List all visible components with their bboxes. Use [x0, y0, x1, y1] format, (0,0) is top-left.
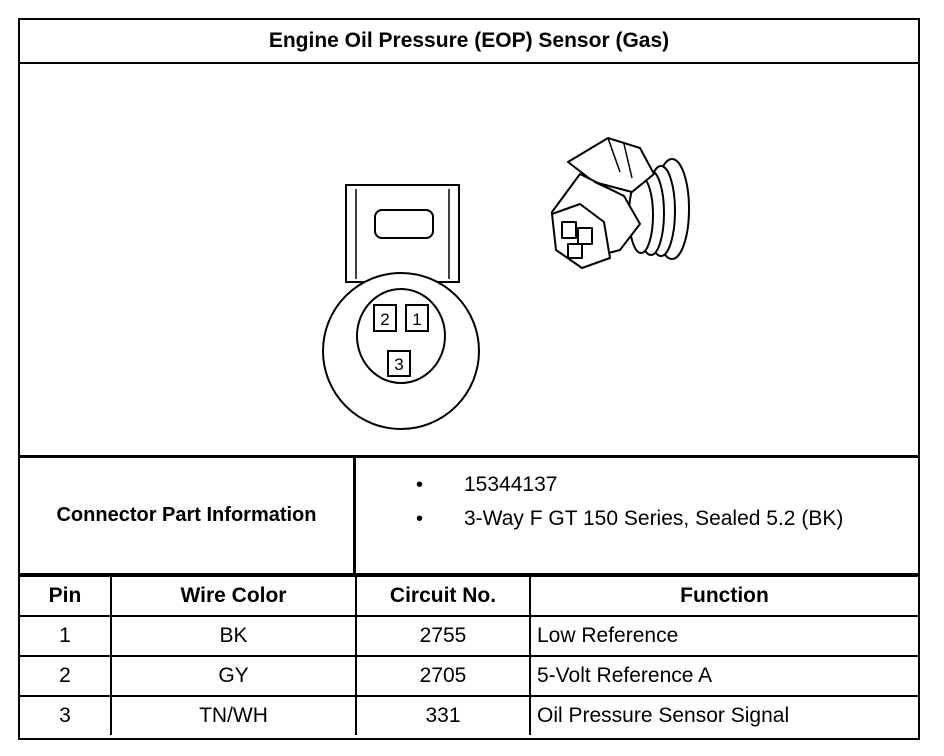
column-header-pin: Pin	[20, 575, 112, 617]
table-row: 1 BK 2755 Low Reference	[20, 615, 918, 657]
column-header-wire-color: Wire Color	[110, 575, 357, 617]
pin-cell: 1	[20, 615, 112, 657]
pin-label-1: 1	[412, 310, 421, 329]
connector-illustration: 2 1 3	[322, 137, 690, 430]
list-item: • 15344137	[356, 468, 918, 502]
page-title: Engine Oil Pressure (EOP) Sensor (Gas)	[20, 20, 918, 64]
connector-face-view	[322, 184, 480, 430]
connector-description: 3-Way F GT 150 Series, Sealed 5.2 (BK)	[464, 507, 844, 530]
pin-cavity-1	[405, 304, 429, 332]
function-cell: 5-Volt Reference A	[529, 655, 918, 697]
pin-cell: 3	[20, 695, 112, 735]
bullet-icon: •	[416, 474, 424, 496]
table-row: 3 TN/WH 331 Oil Pressure Sensor Signal	[20, 695, 918, 735]
pin-cavity-2	[373, 304, 397, 332]
pin-cell: 2	[20, 655, 112, 697]
table-row: 2 GY 2705 5-Volt Reference A	[20, 655, 918, 697]
table-header-row: Pin Wire Color Circuit No. Function	[20, 575, 918, 617]
list-item: • 3-Way F GT 150 Series, Sealed 5.2 (BK)	[356, 502, 918, 536]
pin-label-2: 2	[380, 310, 389, 329]
wire-color-cell: BK	[110, 615, 357, 657]
pin-table: Pin Wire Color Circuit No. Function 1 BK…	[20, 575, 918, 735]
circuit-cell: 2705	[355, 655, 531, 697]
circuit-cell: 2755	[355, 615, 531, 657]
pin-label-3: 3	[394, 355, 403, 374]
connector-isometric-view	[551, 137, 690, 269]
wire-color-cell: TN/WH	[110, 695, 357, 735]
connector-part-info-list: • 15344137 • 3-Way F GT 150 Series, Seal…	[356, 468, 918, 536]
wire-color-cell: GY	[110, 655, 357, 697]
connector-part-info: Connector Part Information • 15344137 • …	[20, 458, 918, 575]
locking-tab	[374, 209, 434, 239]
function-cell: Low Reference	[529, 615, 918, 657]
connector-figure: 2 1 3	[20, 64, 918, 458]
column-header-function: Function	[529, 575, 918, 617]
connector-document: Engine Oil Pressure (EOP) Sensor (Gas) 2…	[18, 18, 920, 740]
bullet-icon: •	[416, 508, 424, 530]
function-cell: Oil Pressure Sensor Signal	[529, 695, 918, 735]
circuit-cell: 331	[355, 695, 531, 735]
part-number: 15344137	[464, 473, 558, 496]
connector-part-info-label: Connector Part Information	[20, 458, 356, 573]
pin-cavity-3	[387, 350, 411, 377]
column-header-circuit-no: Circuit No.	[355, 575, 531, 617]
